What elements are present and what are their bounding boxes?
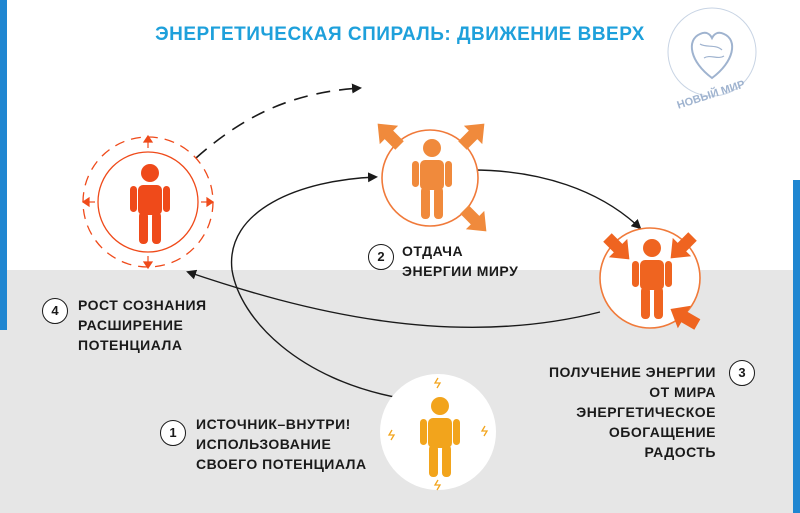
step-number-2: 2 (368, 244, 394, 270)
cycle-arrows (186, 169, 642, 399)
step-1-line-2: ИСПОЛЬЗОВАНИЕ (196, 436, 332, 452)
step-1-label: ИСТОЧНИК–ВНУТРИ! ИСПОЛЬЗОВАНИЕ СВОЕГО ПО… (196, 414, 367, 474)
step-3-line-2: ОТ МИРА (649, 384, 716, 400)
step-3-line-1: ПОЛУЧЕНИЕ ЭНЕРГИИ (548, 364, 716, 380)
step-1-line-3: СВОЕГО ПОТЕНЦИАЛА (196, 456, 367, 472)
step-2-line-1: ОТДАЧА (402, 243, 464, 259)
node-4-growth (81, 134, 215, 270)
globe-heart-logo-icon (691, 31, 733, 80)
step-3-line-4: ОБОГАЩЕНИЕ (608, 424, 716, 440)
step-1-line-1: ИСТОЧНИК–ВНУТРИ! (196, 416, 351, 432)
arrow-1-to-2 (230, 172, 401, 399)
step-2-line-2: ЭНЕРГИИ МИРУ (402, 263, 519, 279)
step-4-line-2: РАСШИРЕНИЕ (78, 317, 184, 333)
left-accent-bar (0, 0, 7, 330)
new-world-logo: НОВЫЙ МИР (667, 7, 757, 112)
step-2-label: ОТДАЧА ЭНЕРГИИ МИРУ (402, 241, 518, 281)
step-number-4: 4 (42, 298, 68, 324)
arrow-3-to-4 (186, 269, 601, 329)
step-4-label: РОСТ СОЗНАНИЯ РАСШИРЕНИЕ ПОТЕНЦИАЛА (78, 295, 207, 355)
step-3-line-5: РАДОСТЬ (644, 444, 716, 460)
step-number-3: 3 (729, 360, 755, 386)
page-title: ЭНЕРГЕТИЧЕСКАЯ СПИРАЛЬ: ДВИЖЕНИЕ ВВЕРХ (155, 24, 645, 45)
step-4-line-1: РОСТ СОЗНАНИЯ (78, 297, 207, 313)
step-3-label: ПОЛУЧЕНИЕ ЭНЕРГИИ ОТ МИРА ЭНЕРГЕТИЧЕСКОЕ… (549, 362, 716, 462)
step-4-line-3: ПОТЕНЦИАЛА (78, 337, 183, 353)
logo-name: НОВЫЙ МИР (675, 78, 746, 112)
node-2-giving (368, 114, 496, 241)
spark-icon (387, 377, 489, 491)
growth-arrow-dashed (195, 83, 362, 159)
step-number-1: 1 (160, 420, 186, 446)
right-accent-bar (793, 180, 800, 513)
node-3-receiving (598, 227, 704, 336)
node-1-source (380, 374, 496, 491)
step-3-line-3: ЭНЕРГЕТИЧЕСКОЕ (576, 404, 716, 420)
arrow-2-to-3 (471, 169, 642, 230)
